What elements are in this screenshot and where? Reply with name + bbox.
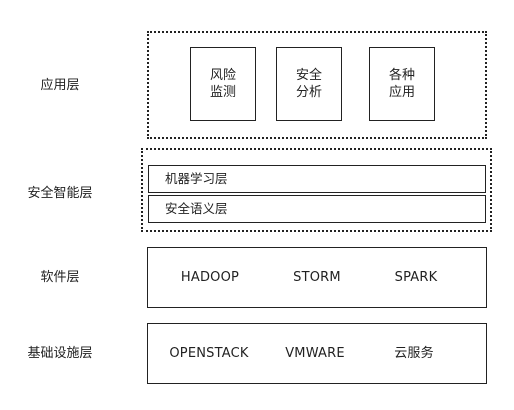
- software-item-hadoop: HADOOP: [180, 270, 240, 285]
- application-layer-container: [147, 31, 487, 139]
- application-layer-label: 应用层: [40, 78, 80, 93]
- machine-learning-bar: 机器学习层: [148, 165, 486, 193]
- module-security-analysis: 安全分析: [276, 47, 342, 121]
- module-security-analysis-line1: 安全: [295, 68, 322, 83]
- infrastructure-item-cloud-services: 云服务: [394, 346, 434, 361]
- security-intelligence-layer-container: [141, 148, 492, 232]
- software-layer-label: 软件层: [40, 270, 80, 285]
- module-various-applications-line2: 应用: [388, 85, 415, 100]
- software-layer-box: [147, 247, 487, 308]
- module-various-applications-line1: 各种: [388, 68, 415, 83]
- module-risk-monitoring-line1: 风险: [209, 68, 236, 83]
- software-item-storm: STORM: [293, 270, 341, 285]
- security-intelligence-layer-label: 安全智能层: [27, 186, 93, 201]
- software-item-spark: SPARK: [394, 270, 438, 285]
- module-various-applications: 各种应用: [369, 47, 435, 121]
- infrastructure-layer-box: [147, 323, 487, 384]
- module-security-analysis-line2: 分析: [295, 85, 322, 100]
- infrastructure-layer-label: 基础设施层: [27, 346, 93, 361]
- infrastructure-item-vmware: VMWARE: [285, 346, 345, 361]
- infrastructure-item-openstack: OPENSTACK: [169, 346, 249, 361]
- module-risk-monitoring: 风险监测: [190, 47, 256, 121]
- module-risk-monitoring-line2: 监测: [209, 85, 236, 100]
- security-semantics-bar: 安全语义层: [148, 195, 486, 223]
